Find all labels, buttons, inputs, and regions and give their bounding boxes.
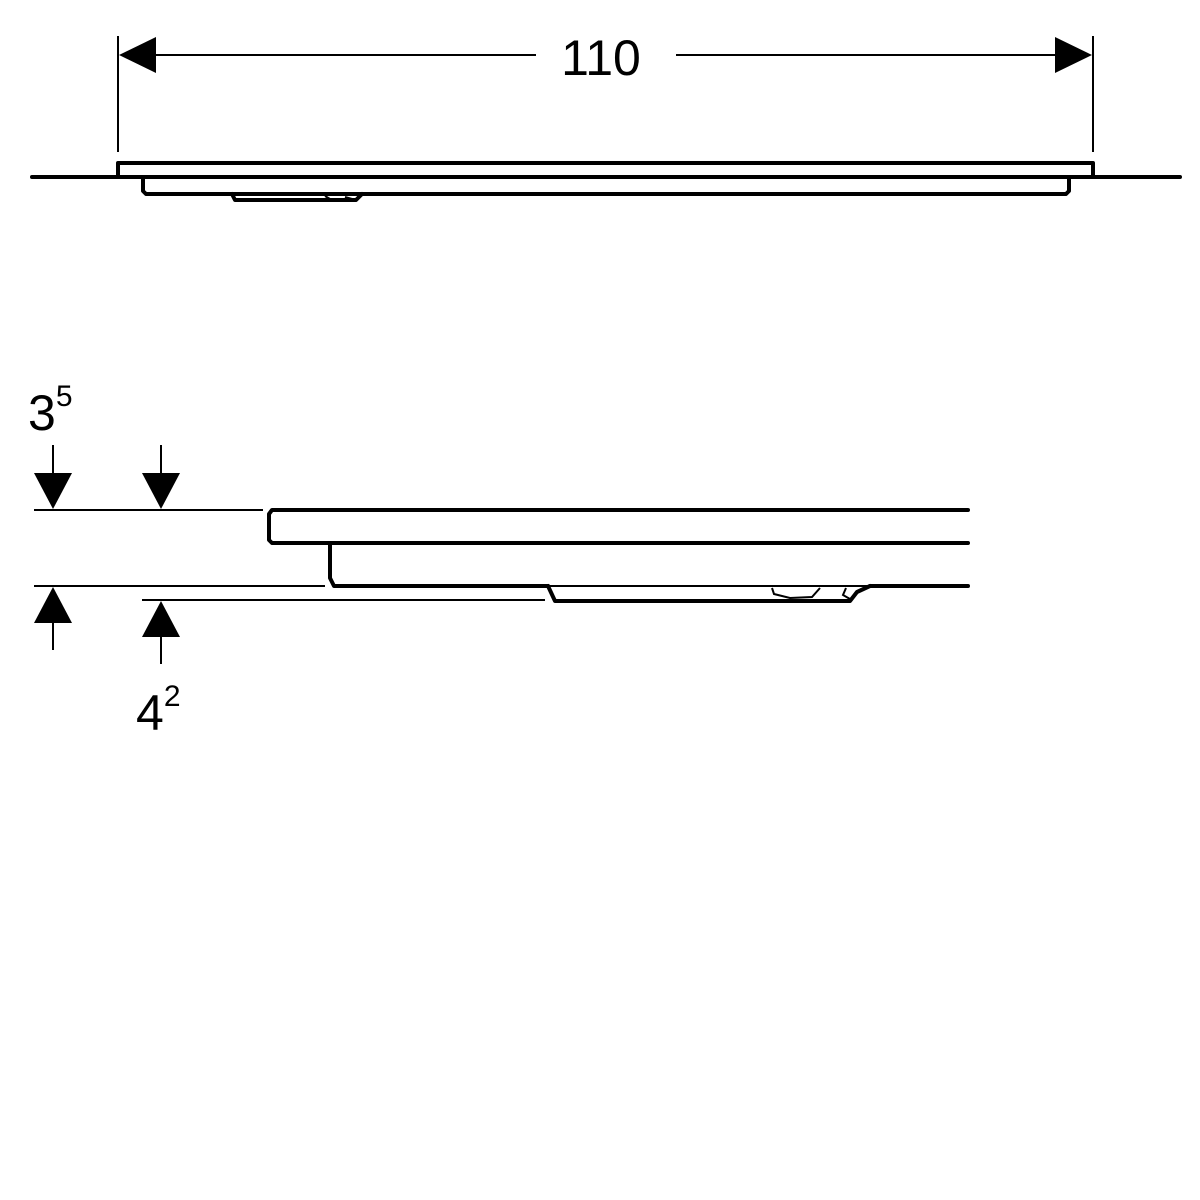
drain-outlet: [230, 192, 364, 202]
width-dimension-label: 110: [561, 30, 641, 86]
drain-outlet-detail: [324, 195, 353, 200]
top-view: 110: [30, 30, 1182, 202]
section-drain-detail: [548, 585, 870, 600]
right-up-arrow: [142, 601, 180, 637]
left-down-arrow: [34, 473, 72, 509]
bottom-thickness-label: 42: [136, 680, 181, 741]
tray-top-plate: [116, 161, 1095, 179]
width-arrow-left: [119, 37, 156, 73]
right-down-arrow: [142, 473, 180, 509]
left-up-arrow: [34, 587, 72, 623]
width-arrow-right: [1055, 37, 1092, 73]
bottom-thickness-base: 4: [136, 685, 164, 741]
section-drain: [546, 584, 872, 603]
top-thickness-base: 3: [28, 385, 56, 441]
bottom-thickness-sup: 2: [164, 680, 181, 713]
top-thickness-label: 35: [28, 380, 73, 441]
section-body: [328, 541, 550, 588]
section-top-plate: [267, 508, 970, 545]
section-view: 35 42: [28, 380, 970, 741]
tray-underside: [141, 176, 1071, 196]
top-thickness-sup: 5: [56, 380, 73, 413]
